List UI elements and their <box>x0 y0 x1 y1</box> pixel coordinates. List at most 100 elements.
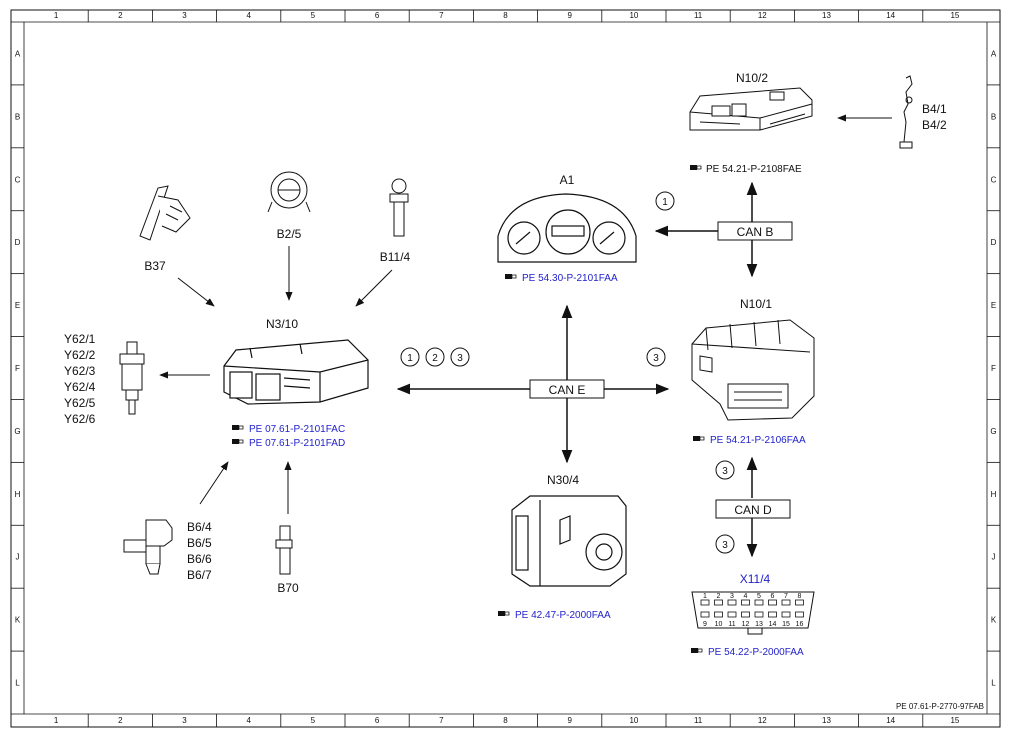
b37-pedal: B37 <box>139 185 215 307</box>
grid-col-label: 15 <box>950 11 959 20</box>
grid-col-label: 14 <box>886 716 895 725</box>
n3-10-ref-2[interactable]: PE 07.61-P-2101FAD <box>249 438 345 449</box>
b11-4-label: B11/4 <box>380 250 411 264</box>
b70-sensor: B70 <box>275 461 299 595</box>
reference-icon <box>504 273 517 280</box>
pin-number: 16 <box>796 621 804 628</box>
pin-number: 1 <box>703 593 707 600</box>
n10-2-ref[interactable]: PE 54.21-P-2108FAE <box>706 164 802 175</box>
grid-col-label: 9 <box>567 11 572 20</box>
engine-control-unit-icon <box>223 339 369 405</box>
document-id: PE 07.61-P-2770-97FAB <box>896 702 984 711</box>
grid-row-label: A <box>991 49 997 58</box>
a1-label: A1 <box>560 173 575 187</box>
grid-col-label: 2 <box>118 11 123 20</box>
y62-5-label: Y62/5 <box>64 396 96 410</box>
b4-1-label: B4/1 <box>922 102 947 116</box>
grid-row-label: K <box>15 616 21 625</box>
pin-number: 10 <box>715 621 723 628</box>
x11-4-label[interactable]: X11/4 <box>740 572 771 586</box>
grid-col-label: 9 <box>567 716 572 725</box>
a1-cluster: A1 PE 54.30-P-2101FAA <box>497 173 637 284</box>
can-d-marker-top: 3 <box>722 466 728 477</box>
marker-circle <box>425 347 445 367</box>
grid-col-label: 8 <box>503 716 508 725</box>
pin-socket <box>754 611 764 618</box>
b4-sensor: B4/1 B4/2 <box>837 75 947 149</box>
grid-col-label: 12 <box>758 716 767 725</box>
grid-row-label: C <box>991 175 997 184</box>
pin-socket <box>700 611 710 618</box>
grid-col-label: 5 <box>311 716 316 725</box>
n30-4-ref[interactable]: PE 42.47-P-2000FAA <box>515 610 611 621</box>
n3-10-ecu: N3/10 PE 07.61-P-2101FAC PE 07.61-P-2101… <box>223 317 369 449</box>
pin-socket <box>741 599 750 606</box>
pin-number: 14 <box>769 621 777 628</box>
grid-column-labels: 1122334455667788991010111112121313141415… <box>54 10 960 727</box>
a1-ref[interactable]: PE 54.30-P-2101FAA <box>522 273 618 284</box>
marker-circle <box>450 347 470 367</box>
y62-2-label: Y62/2 <box>64 348 96 362</box>
b6-sensors: B6/4 B6/5 B6/6 B6/7 <box>123 461 229 582</box>
frame <box>10 9 1001 728</box>
grid-col-label: 14 <box>886 11 895 20</box>
camshaft-sensor-icon <box>123 519 173 575</box>
can-e-marker-2: 2 <box>432 353 438 364</box>
marker-circle <box>655 191 675 211</box>
b37-label: B37 <box>144 259 166 273</box>
grid-row-label: F <box>991 364 996 373</box>
grid-col-label: 1 <box>54 716 59 725</box>
grid-col-label: 4 <box>246 11 251 20</box>
grid-row-label: L <box>991 679 996 688</box>
can-d-label: CAN D <box>734 503 772 517</box>
grid-col-label: 6 <box>375 716 380 725</box>
grid-col-label: 11 <box>694 716 703 725</box>
can-e-box <box>529 379 605 399</box>
reference-icon <box>690 647 703 654</box>
b2-5-label: B2/5 <box>277 227 302 241</box>
can-b-marker: 1 <box>662 197 668 208</box>
grid-col-label: 4 <box>246 716 251 725</box>
grid-col-label: 7 <box>439 11 444 20</box>
pin-socket <box>768 599 777 606</box>
can-e-label: CAN E <box>549 383 586 397</box>
n10-2-module: N10/2 PE 54.21-P-2108FAE <box>689 71 813 175</box>
grid-row-label: E <box>15 301 20 310</box>
grid-row-label: B <box>15 112 20 121</box>
pin-number: 2 <box>717 593 721 600</box>
n10-1-module: N10/1 PE 54.21-P-2106FAA <box>691 297 815 446</box>
x11-4-ref[interactable]: PE 54.22-P-2000FAA <box>708 647 804 658</box>
accelerator-pedal-icon <box>139 185 191 241</box>
pin-socket <box>727 599 737 606</box>
pin-number: 6 <box>771 593 775 600</box>
n30-4-label: N30/4 <box>547 473 579 487</box>
pin-socket <box>714 599 723 606</box>
pin-number: 5 <box>757 593 761 600</box>
can-e-marker-3: 3 <box>457 353 463 364</box>
n10-1-ref[interactable]: PE 54.21-P-2106FAA <box>710 435 806 446</box>
pin-number: 7 <box>784 593 788 600</box>
reference-icon <box>692 435 705 442</box>
pin-socket <box>714 611 723 618</box>
pin-number: 11 <box>728 621 735 628</box>
grid-col-label: 12 <box>758 11 767 20</box>
marker-circle <box>646 347 666 367</box>
can-b-box <box>717 221 793 241</box>
n10-2-label: N10/2 <box>736 71 768 85</box>
fuel-level-sensor-icon <box>899 75 913 149</box>
n3-10-ref-1[interactable]: PE 07.61-P-2101FAC <box>249 424 345 435</box>
esp-hydraulic-unit-icon <box>511 495 627 587</box>
pin-number: 4 <box>744 593 748 600</box>
grid-row-label: D <box>991 238 997 247</box>
marker-circle <box>400 347 420 367</box>
grid-col-label: 8 <box>503 11 508 20</box>
air-mass-sensor-icon <box>267 171 311 213</box>
grid-col-label: 1 <box>54 11 59 20</box>
pin-number: 13 <box>755 621 763 628</box>
pin-socket <box>795 611 804 618</box>
